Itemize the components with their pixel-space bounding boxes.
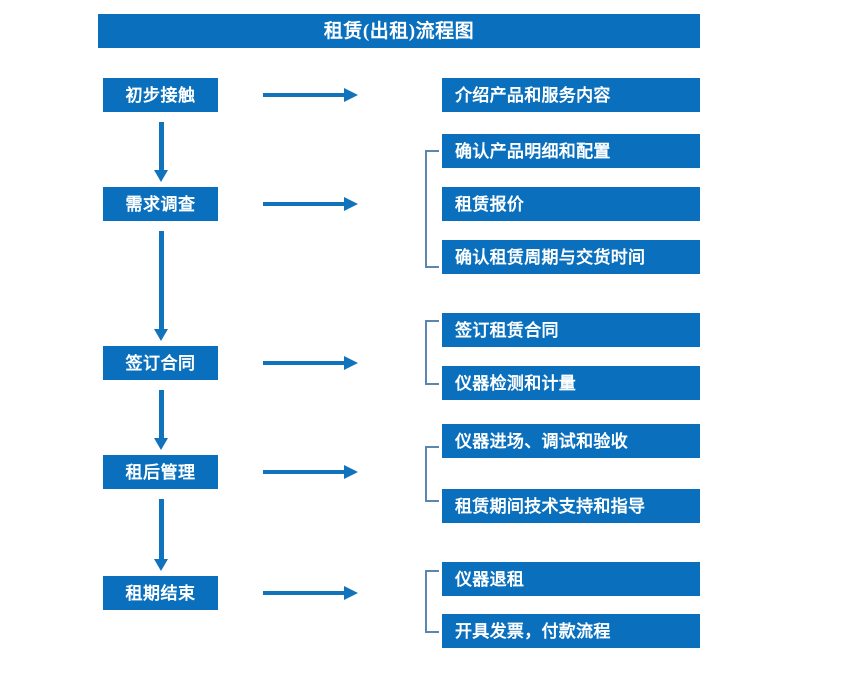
detail-box-1-1[interactable]: 介绍产品和服务内容 bbox=[442, 78, 700, 112]
arrow-shaft bbox=[263, 93, 346, 97]
detail-box-5-1[interactable]: 仪器退租 bbox=[442, 562, 700, 596]
detail-label-2-1: 确认产品明细和配置 bbox=[455, 141, 611, 161]
stage-box-1[interactable]: 初步接触 bbox=[103, 78, 218, 112]
detail-box-2-1[interactable]: 确认产品明细和配置 bbox=[442, 134, 700, 168]
detail-label-5-2: 开具发票，付款流程 bbox=[455, 621, 611, 641]
arrow-head bbox=[154, 170, 168, 182]
stage-label-2: 需求调查 bbox=[125, 194, 196, 214]
arrow-right-icon-2 bbox=[263, 197, 358, 211]
arrow-head bbox=[154, 438, 168, 450]
arrow-shaft bbox=[263, 470, 346, 474]
stage-label-4: 租后管理 bbox=[125, 462, 196, 482]
arrow-right-icon-4 bbox=[263, 465, 358, 479]
group-bracket-5 bbox=[425, 570, 439, 633]
arrow-down-icon-3 bbox=[154, 390, 168, 450]
arrow-right-icon-5 bbox=[263, 586, 358, 600]
stage-label-3: 签订合同 bbox=[125, 353, 196, 373]
detail-box-4-1[interactable]: 仪器进场、调试和验收 bbox=[442, 424, 700, 458]
arrow-head bbox=[154, 559, 168, 571]
detail-label-3-1: 签订租赁合同 bbox=[455, 320, 559, 340]
arrow-shaft bbox=[159, 499, 164, 559]
arrow-down-icon-4 bbox=[154, 499, 168, 571]
group-bracket-3 bbox=[425, 320, 439, 385]
detail-box-3-1[interactable]: 签订租赁合同 bbox=[442, 313, 700, 347]
detail-box-4-2[interactable]: 租赁期间技术支持和指导 bbox=[442, 489, 700, 523]
arrow-shaft bbox=[263, 202, 346, 206]
page-title: 租赁(出租)流程图 bbox=[323, 20, 475, 42]
arrow-head bbox=[344, 465, 358, 479]
flowchart-title-bar: 租赁(出租)流程图 bbox=[98, 14, 700, 48]
detail-box-5-2[interactable]: 开具发票，付款流程 bbox=[442, 614, 700, 648]
detail-label-5-1: 仪器退租 bbox=[455, 569, 525, 589]
arrow-shaft bbox=[159, 390, 164, 438]
arrow-right-icon-3 bbox=[263, 356, 358, 370]
stage-box-3[interactable]: 签订合同 bbox=[103, 346, 218, 380]
arrow-head bbox=[154, 329, 168, 341]
arrow-head bbox=[344, 586, 358, 600]
stage-box-4[interactable]: 租后管理 bbox=[103, 455, 218, 489]
detail-label-4-1: 仪器进场、调试和验收 bbox=[455, 431, 628, 451]
detail-box-2-3[interactable]: 确认租赁周期与交货时间 bbox=[442, 240, 700, 274]
group-bracket-4 bbox=[425, 446, 439, 502]
arrow-shaft bbox=[159, 122, 164, 170]
detail-box-2-2[interactable]: 租赁报价 bbox=[442, 187, 700, 221]
stage-label-1: 初步接触 bbox=[125, 85, 196, 105]
arrow-head bbox=[344, 356, 358, 370]
detail-label-4-2: 租赁期间技术支持和指导 bbox=[455, 496, 646, 516]
stage-box-5[interactable]: 租期结束 bbox=[103, 576, 218, 610]
stage-box-2[interactable]: 需求调查 bbox=[103, 187, 218, 221]
arrow-head bbox=[344, 88, 358, 102]
detail-label-2-2: 租赁报价 bbox=[455, 194, 525, 214]
detail-label-2-3: 确认租赁周期与交货时间 bbox=[455, 247, 646, 267]
stage-label-5: 租期结束 bbox=[125, 583, 196, 603]
detail-label-1-1: 介绍产品和服务内容 bbox=[455, 85, 611, 105]
arrow-shaft bbox=[263, 591, 346, 595]
group-bracket-2 bbox=[425, 150, 439, 268]
detail-label-3-2: 仪器检测和计量 bbox=[455, 373, 577, 393]
arrow-down-icon-2 bbox=[154, 231, 168, 341]
detail-box-3-2[interactable]: 仪器检测和计量 bbox=[442, 366, 700, 400]
arrow-shaft bbox=[263, 361, 346, 365]
arrow-right-icon-1 bbox=[263, 88, 358, 102]
arrow-down-icon-1 bbox=[154, 122, 168, 182]
arrow-head bbox=[344, 197, 358, 211]
arrow-shaft bbox=[159, 231, 164, 329]
